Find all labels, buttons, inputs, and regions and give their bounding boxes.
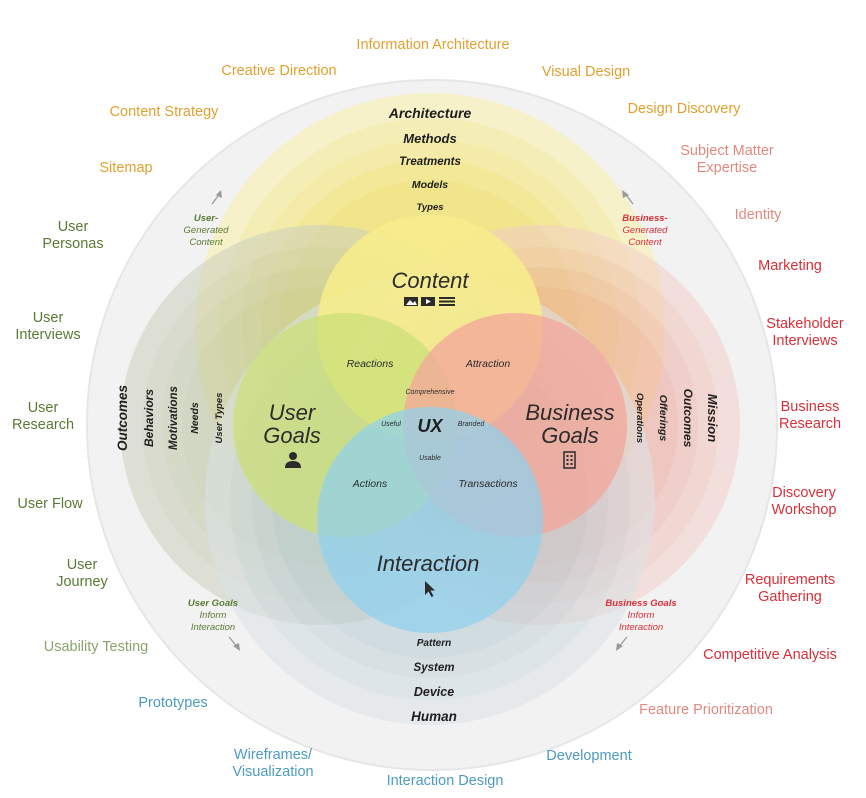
label-user-interviews-2: Interviews — [15, 327, 80, 343]
svg-text:Content: Content — [628, 237, 662, 248]
label-competitive-analysis: Competitive Analysis — [703, 647, 837, 663]
svg-text:Interaction: Interaction — [619, 622, 663, 633]
label-prototypes: Prototypes — [138, 695, 207, 711]
overlap-useful: Useful — [381, 421, 401, 428]
label-discovery-workshop-1: Discovery — [772, 485, 836, 501]
cursor-icon — [425, 581, 435, 597]
label-visual-design: Visual Design — [542, 64, 630, 80]
business-ring-mission: Mission — [705, 394, 720, 442]
user-ring-needs: Needs — [189, 402, 201, 434]
label-usability-testing: Usability Testing — [44, 639, 149, 655]
label-subject-matter-2: Expertise — [697, 160, 757, 176]
label-user-research-1: User — [28, 400, 59, 416]
label-feature-prioritization: Feature Prioritization — [639, 702, 773, 718]
label-content-strategy: Content Strategy — [110, 104, 220, 120]
label-development: Development — [546, 748, 631, 764]
interaction-ring-device: Device — [414, 685, 454, 699]
svg-text:User-: User- — [194, 213, 218, 224]
label-user-personas-2: Personas — [42, 236, 103, 252]
label-interaction-design: Interaction Design — [387, 773, 504, 789]
label-subject-matter-1: Subject Matter — [680, 143, 774, 159]
content-ring-models: Models — [412, 179, 448, 191]
ux-center: UX — [417, 416, 443, 436]
user-person-icon — [285, 452, 301, 468]
overlap-comprehensive: Comprehensive — [405, 389, 454, 396]
overlap-reactions: Reactions — [347, 358, 394, 370]
business-goals-title-1: Business — [525, 400, 614, 425]
content-ring-treatments: Treatments — [399, 156, 461, 168]
user-goals-title-1: User — [269, 400, 317, 425]
label-requirements-1: Requirements — [745, 572, 835, 588]
label-wireframes-2: Visualization — [232, 764, 313, 780]
svg-text:Inform: Inform — [200, 610, 227, 621]
business-goals-inform-note: Business Goals Inform Interaction — [605, 598, 677, 651]
label-business-research-2: Research — [779, 416, 841, 432]
content-ring-architecture: Architecture — [388, 105, 472, 121]
svg-text:Inform: Inform — [628, 610, 655, 621]
label-user-interviews-1: User — [33, 310, 64, 326]
business-ring-offerings: Offerings — [657, 395, 669, 442]
svg-text:Content: Content — [189, 237, 223, 248]
user-ring-outcomes: Outcomes — [115, 385, 130, 452]
svg-text:Interaction: Interaction — [191, 622, 235, 633]
label-requirements-2: Gathering — [758, 589, 822, 605]
interaction-ring-human: Human — [411, 709, 457, 724]
svg-text:Generated: Generated — [623, 225, 669, 236]
content-ring-methods: Methods — [403, 131, 456, 146]
interaction-ring-system: System — [414, 662, 455, 674]
content-title: Content — [391, 268, 469, 293]
user-ring-motivations: Motivations — [168, 386, 180, 450]
business-ring-outcomes: Outcomes — [681, 389, 695, 448]
business-goals-title-2: Goals — [541, 423, 598, 448]
label-user-journey-2: Journey — [56, 574, 108, 590]
label-user-research-2: Research — [12, 417, 74, 433]
overlap-usable: Usable — [419, 455, 441, 462]
label-user-flow: User Flow — [17, 496, 83, 512]
interaction-ring-pattern: Pattern — [417, 638, 451, 649]
business-ring-operations: Operations — [634, 393, 645, 443]
svg-text:Business-: Business- — [622, 213, 667, 224]
label-stakeholder-2: Interviews — [772, 333, 837, 349]
label-identity: Identity — [735, 207, 782, 223]
overlap-actions: Actions — [352, 478, 388, 490]
business-generated-content-note: Business- Generated Content — [622, 190, 668, 248]
label-design-discovery: Design Discovery — [628, 101, 742, 117]
label-sitemap: Sitemap — [99, 160, 152, 176]
label-marketing: Marketing — [758, 258, 822, 274]
user-ring-behaviors: Behaviors — [142, 389, 156, 447]
overlap-transactions: Transactions — [458, 478, 518, 490]
user-ring-user-types: User Types — [214, 393, 225, 444]
label-information-architecture: Information Architecture — [356, 37, 509, 53]
user-goals-inform-note: User Goals Inform Interaction — [188, 598, 240, 651]
svg-text:Business Goals: Business Goals — [605, 598, 676, 609]
content-ring-types: Types — [416, 202, 443, 213]
label-business-research-1: Business — [781, 399, 840, 415]
user-goals-title-2: Goals — [263, 423, 320, 448]
label-creative-direction: Creative Direction — [221, 63, 336, 79]
overlap-attraction: Attraction — [465, 358, 511, 370]
interaction-title: Interaction — [377, 551, 480, 576]
user-generated-content-note: User- Generated Content — [184, 190, 230, 248]
interaction-circle — [317, 407, 543, 633]
content-media-icon — [404, 297, 455, 306]
label-discovery-workshop-2: Workshop — [771, 502, 836, 518]
label-user-journey-1: User — [67, 557, 98, 573]
building-icon — [563, 451, 576, 469]
svg-text:Generated: Generated — [184, 225, 230, 236]
outer-labels: Information Architecture Creative Direct… — [12, 37, 844, 789]
label-wireframes-1: Wireframes/ — [234, 747, 313, 763]
label-user-personas-1: User — [58, 219, 89, 235]
label-stakeholder-1: Stakeholder — [766, 316, 844, 332]
overlap-branded: Branded — [458, 421, 486, 428]
svg-text:User Goals: User Goals — [188, 598, 238, 609]
